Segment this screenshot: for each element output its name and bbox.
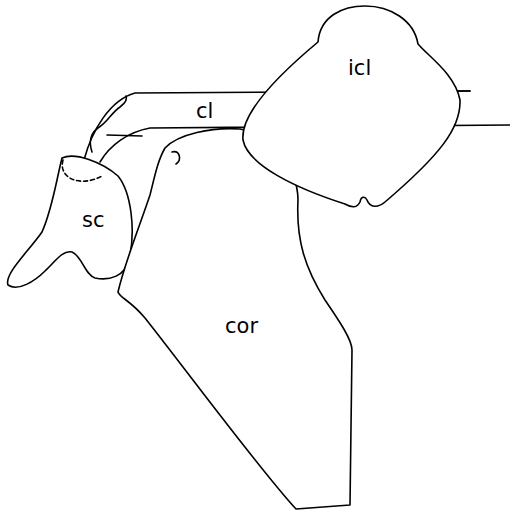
clavicle-suture — [107, 135, 142, 136]
scapula-dashed-facet — [62, 160, 102, 181]
clavicle-outline — [458, 90, 470, 92]
clavicle-suture — [90, 96, 126, 152]
part-name: icl — [348, 58, 371, 79]
part-name: cor — [225, 316, 258, 337]
interclavicle-outline — [243, 6, 460, 207]
part-name: sc — [82, 210, 105, 231]
scapula-outline — [8, 156, 133, 287]
coracoid-notch — [172, 152, 179, 164]
part-name: cl — [196, 101, 213, 122]
